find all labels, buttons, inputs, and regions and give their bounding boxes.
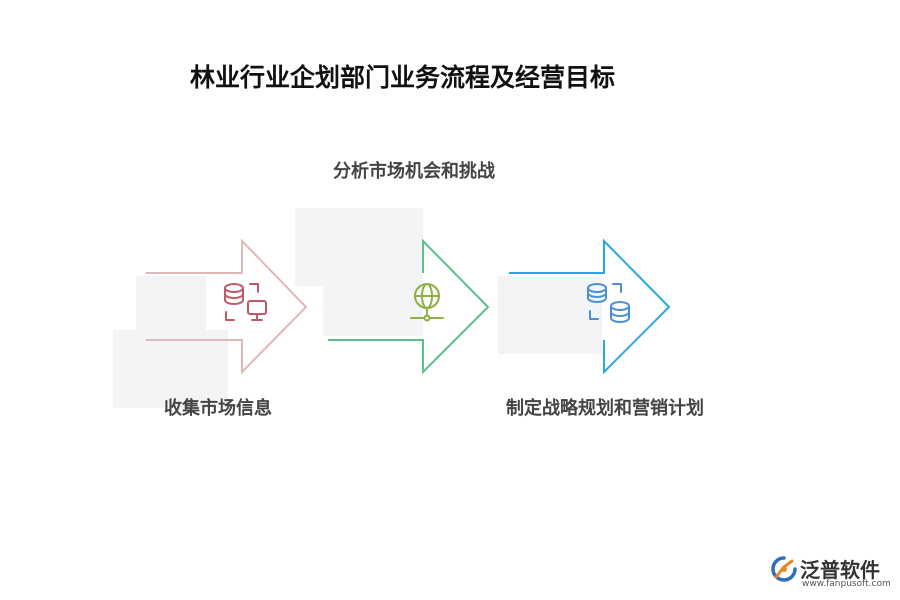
globe-network-icon	[410, 283, 444, 322]
brand-url: www.fanpusoft.com	[802, 579, 891, 589]
step-1-label: 收集市场信息	[164, 398, 272, 419]
step-3-label: 制定战略规划和营销计划	[506, 398, 704, 419]
placeholder-block	[295, 208, 423, 286]
page-title: 林业行业企划部门业务流程及经营目标	[190, 63, 616, 92]
placeholder-block	[498, 276, 602, 354]
placeholder-block	[136, 276, 206, 330]
database-monitor-icon	[224, 283, 267, 321]
placeholder-block	[323, 286, 423, 336]
brand-name: 泛普软件	[800, 558, 880, 582]
step-1-arrow	[146, 238, 308, 375]
brand-watermark: 泛普软件 www.fanpusoft.com	[770, 553, 892, 593]
database-sync-icon	[587, 283, 630, 323]
step-2-label: 分析市场机会和挑战	[333, 161, 495, 182]
placeholder-block	[113, 330, 228, 408]
step-3-arrow	[509, 238, 671, 375]
step-2-arrow	[328, 238, 490, 375]
fanpu-logo-icon	[771, 556, 797, 582]
